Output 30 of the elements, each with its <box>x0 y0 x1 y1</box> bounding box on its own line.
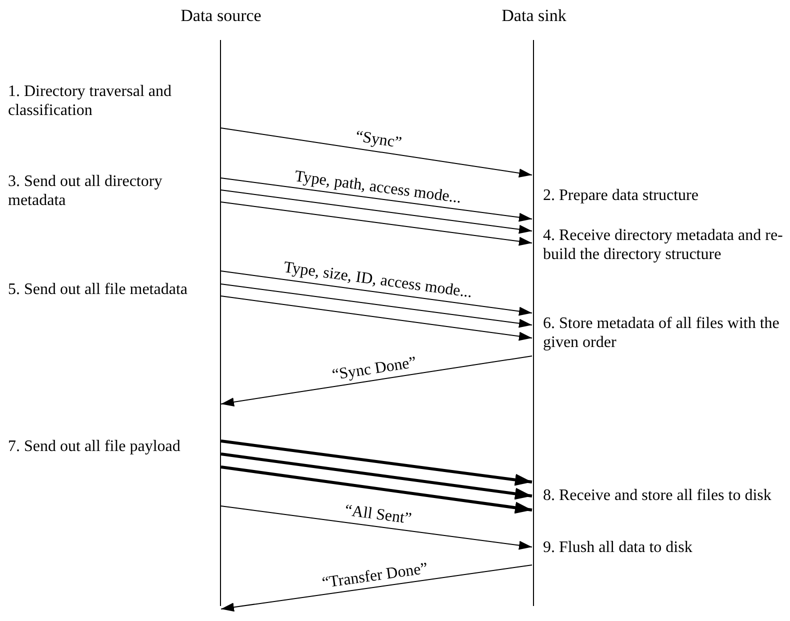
edge-label: “Sync Done” <box>331 354 418 384</box>
message-arrow <box>220 564 532 612</box>
step-description: 9. Flush all data to disk <box>543 538 694 557</box>
step-description: 1. Directory traversal and classification <box>8 82 172 120</box>
message-arrow <box>220 466 532 514</box>
lifeline-heading: Data sink <box>500 6 568 26</box>
edge-label: Type, size, ID, access mode... <box>282 259 474 303</box>
edge-label: “Sync” <box>354 128 402 153</box>
step-description: 8. Receive and store all files to disk <box>543 486 772 505</box>
message-arrow <box>220 178 532 222</box>
message-arrow <box>220 356 532 406</box>
message-arrow <box>220 284 532 328</box>
message-arrow <box>220 270 532 316</box>
step-description: 5. Send out all file metadata <box>8 280 188 299</box>
lifeline-heading: Data source <box>180 6 262 26</box>
message-arrow <box>220 452 532 500</box>
edge-label: “Transfer Done” <box>321 560 430 592</box>
message-arrow <box>220 202 532 246</box>
message-arrow <box>220 506 532 550</box>
message-arrow <box>220 440 532 486</box>
message-arrow <box>220 296 532 341</box>
edge-label: Type, path, access mode... <box>293 168 462 208</box>
message-arrow <box>220 190 532 234</box>
step-description: 6. Store metadata of all files with the given order <box>543 314 780 352</box>
step-description: 4. Receive directory metadata and re-build the directory structure <box>543 226 783 264</box>
edge-label: “All Sent” <box>344 502 412 529</box>
step-description: 3. Send out all directory metadata <box>8 172 164 210</box>
message-arrow <box>220 128 532 178</box>
step-description: 7. Send out all file payload <box>8 437 182 456</box>
step-description: 2. Prepare data structure <box>543 186 700 205</box>
